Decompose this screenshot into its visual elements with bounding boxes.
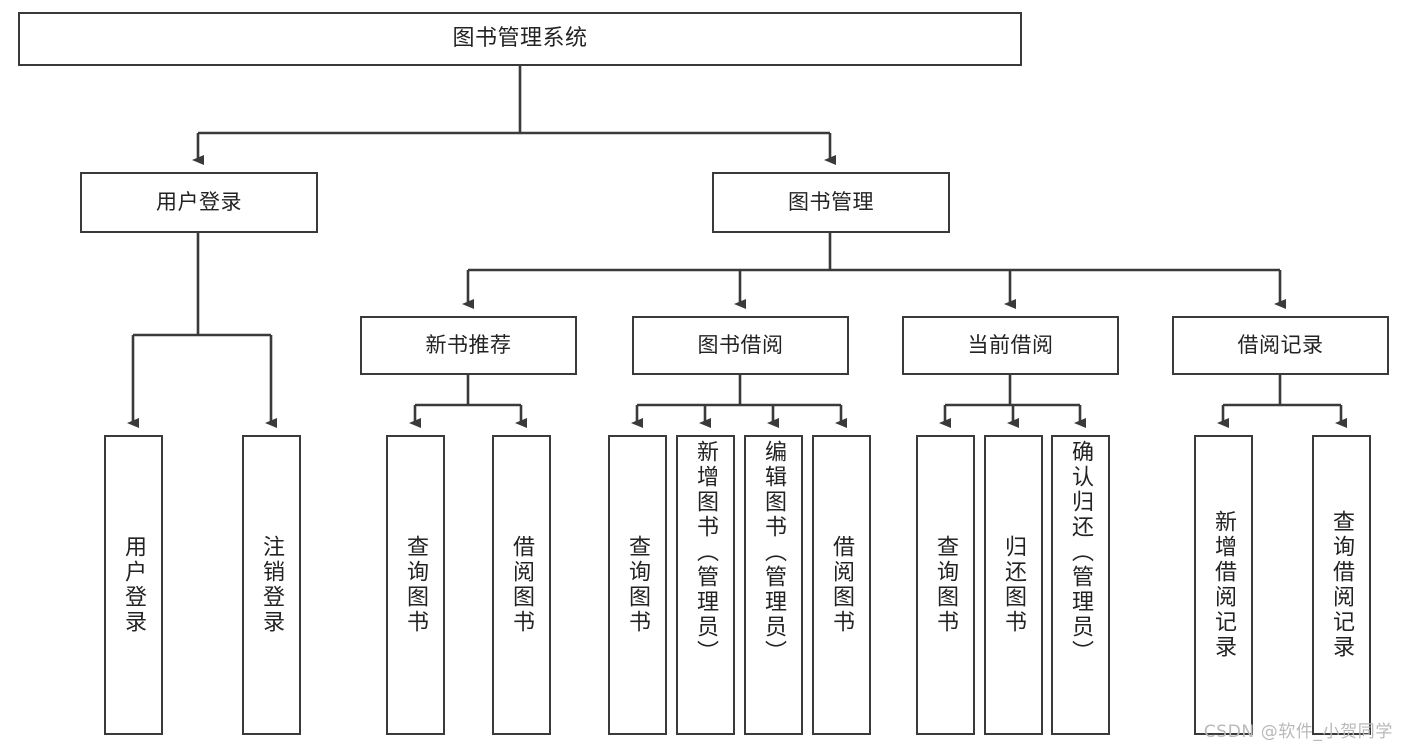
node-user-login-label: 用户登录 — [156, 190, 242, 215]
leaf-current-borrow-return[interactable]: 归还图书 — [984, 435, 1043, 735]
leaf-new-book-borrow-label: 借阅图书 — [509, 535, 535, 635]
leaf-current-borrow-query-label: 查询图书 — [933, 535, 959, 635]
leaf-borrow-record-query[interactable]: 查询借阅记录 — [1312, 435, 1371, 735]
node-book-management[interactable]: 图书管理 — [712, 172, 950, 233]
leaf-book-borrow-query-label: 查询图书 — [625, 535, 651, 635]
node-borrow-record[interactable]: 借阅记录 — [1172, 316, 1389, 375]
leaf-book-borrow-add-label: 新增图书（管理员） — [693, 440, 719, 665]
leaf-new-book-query-label: 查询图书 — [403, 535, 429, 635]
leaf-book-borrow-edit-label: 编辑图书（管理员） — [761, 440, 787, 665]
leaf-book-borrow-edit[interactable]: 编辑图书（管理员） — [744, 435, 803, 735]
leaf-user-login-login[interactable]: 用户登录 — [104, 435, 163, 735]
leaf-current-borrow-confirm-return[interactable]: 确认归还（管理员） — [1051, 435, 1110, 735]
leaf-borrow-record-query-label: 查询借阅记录 — [1329, 510, 1355, 660]
node-borrow-record-label: 借阅记录 — [1237, 333, 1324, 358]
node-current-borrow[interactable]: 当前借阅 — [902, 316, 1119, 375]
leaf-current-borrow-query[interactable]: 查询图书 — [916, 435, 975, 735]
leaf-new-book-borrow[interactable]: 借阅图书 — [492, 435, 551, 735]
leaf-borrow-record-add-label: 新增借阅记录 — [1211, 510, 1237, 660]
leaf-current-borrow-return-label: 归还图书 — [1001, 535, 1027, 635]
leaf-new-book-query[interactable]: 查询图书 — [386, 435, 445, 735]
leaf-book-borrow-add[interactable]: 新增图书（管理员） — [676, 435, 735, 735]
leaf-borrow-record-add[interactable]: 新增借阅记录 — [1194, 435, 1253, 735]
leaf-user-login-logout[interactable]: 注销登录 — [242, 435, 301, 735]
leaf-book-borrow-query[interactable]: 查询图书 — [608, 435, 667, 735]
node-new-book-recommend-label: 新书推荐 — [425, 333, 512, 358]
node-book-borrow-label: 图书借阅 — [697, 333, 784, 358]
leaf-book-borrow-borrow[interactable]: 借阅图书 — [812, 435, 871, 735]
node-root-system[interactable]: 图书管理系统 — [18, 12, 1022, 66]
node-new-book-recommend[interactable]: 新书推荐 — [360, 316, 577, 375]
leaf-user-login-login-label: 用户登录 — [121, 535, 147, 635]
node-book-borrow[interactable]: 图书借阅 — [632, 316, 849, 375]
node-book-management-label: 图书管理 — [788, 190, 874, 215]
leaf-current-borrow-confirm-return-label: 确认归还（管理员） — [1068, 440, 1094, 665]
node-current-borrow-label: 当前借阅 — [967, 333, 1054, 358]
node-root-system-label: 图书管理系统 — [452, 26, 588, 52]
leaf-user-login-logout-label: 注销登录 — [259, 535, 285, 635]
leaf-book-borrow-borrow-label: 借阅图书 — [829, 535, 855, 635]
csdn-watermark: CSDN @软件_小贺同学 — [1203, 722, 1393, 742]
node-user-login[interactable]: 用户登录 — [80, 172, 318, 233]
